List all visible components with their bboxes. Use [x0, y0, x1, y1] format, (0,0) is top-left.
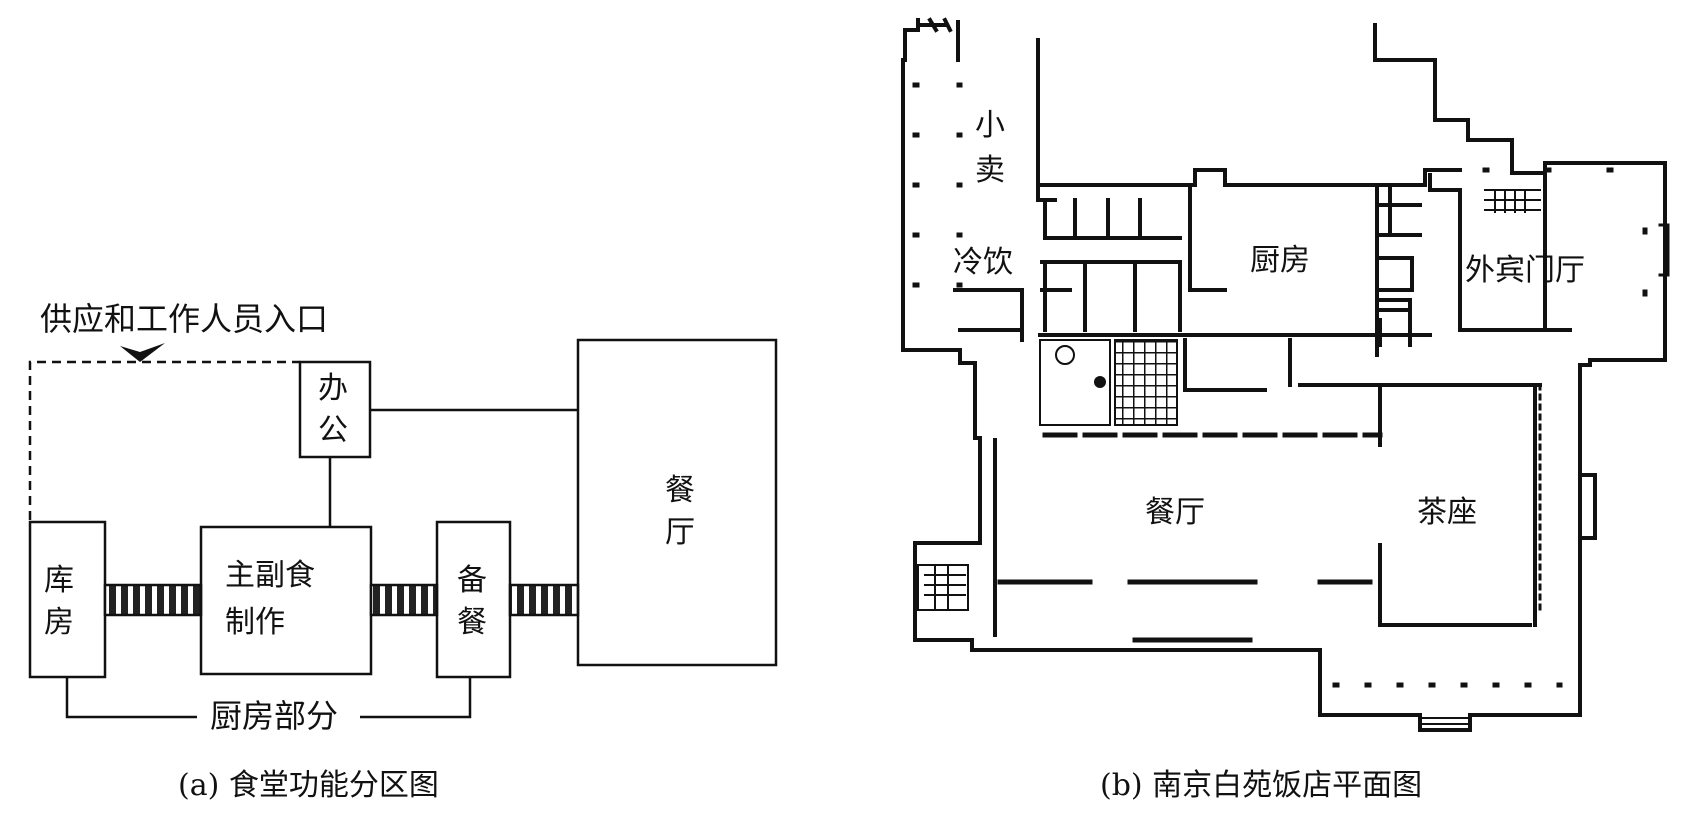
- dining-box: [576, 338, 778, 667]
- snack-wall-right: [1036, 38, 1057, 202]
- kitchen-group-label: 厨房部分: [210, 697, 338, 735]
- entrance-steps: [1419, 717, 1471, 725]
- passage-storage-production: [103, 583, 203, 617]
- lobby-stair: [1484, 189, 1541, 213]
- passage-production-serving: [369, 583, 439, 617]
- plan-top-stub: [916, 17, 960, 62]
- kitchen-top-wall: [1038, 168, 1462, 187]
- washroom-box: [1039, 339, 1111, 426]
- plan-outer-wall: [901, 18, 1667, 732]
- serving-label-1: 备: [457, 563, 487, 598]
- foreign-lobby-label: 外宾门厅: [1465, 253, 1585, 288]
- production-label-2: 制作: [225, 605, 285, 640]
- kitchen-inner-wall: [1183, 183, 1267, 392]
- snack-partition: [953, 288, 1024, 332]
- snack-label-1: 小: [975, 108, 1005, 143]
- dining-label-1: 餐: [665, 473, 695, 508]
- washroom-tiles: [1114, 339, 1178, 426]
- kitchen-group-bracket: [65, 677, 472, 719]
- storage-label-2: 房: [44, 605, 74, 640]
- office-label-1: 办: [318, 371, 348, 406]
- washroom-fixture-icon: [1055, 345, 1075, 365]
- stair-bottom-left: [917, 564, 969, 611]
- person-icon: [1094, 376, 1106, 388]
- snack-lower-wall: [958, 328, 1024, 342]
- entrance-arrow-icon: [120, 343, 165, 362]
- dining-label-2: 厅: [665, 515, 695, 550]
- production-box: [199, 525, 373, 676]
- storage-label-1: 库: [44, 563, 74, 598]
- kitchen-bottom-wall: [1038, 298, 1542, 387]
- office-label-2: 公: [318, 413, 348, 448]
- cold-drinks-label: 冷饮: [953, 245, 1013, 280]
- lobby-wall: [1428, 171, 1572, 332]
- snack-label-2: 卖: [975, 153, 1005, 188]
- storage-box: [28, 520, 107, 679]
- caption-a: (a) 食堂功能分区图: [178, 768, 439, 803]
- caption-b: (b) 南京白苑饭店平面图: [1100, 768, 1422, 803]
- kitchen-label: 厨房: [1250, 243, 1310, 278]
- kitchen-cells-top: [1043, 198, 1182, 240]
- lobby-door-marks: [1658, 223, 1670, 277]
- tea-room-label: 茶座: [1417, 495, 1477, 530]
- production-label-1: 主副食: [225, 558, 315, 593]
- serving-box: [435, 520, 512, 679]
- dining-hall-label: 餐厅: [1145, 495, 1205, 530]
- serving-label-2: 餐: [457, 605, 487, 640]
- diagram-b-floor-plan: 小 卖 冷饮 厨房 外宾门厅 餐厅 茶座 (b) 南京白苑饭店平面图: [901, 17, 1670, 803]
- diagram-a-functional-zoning: 供应和工作人员入口 办 公 库 房 主副食 制作 备 餐 餐 厅 厨房部分 (a…: [28, 300, 778, 803]
- supply-entrance-path: [28, 360, 300, 520]
- passage-serving-dining: [508, 583, 580, 617]
- stair-bottom-left-treads: [924, 564, 966, 611]
- kitchen-cells-mid: [1043, 260, 1182, 332]
- stair-small: [1378, 288, 1412, 312]
- kitchen-right-wall: [1375, 183, 1422, 357]
- dining-tea-partition: [1378, 383, 1537, 627]
- entrance-label: 供应和工作人员入口: [40, 300, 328, 338]
